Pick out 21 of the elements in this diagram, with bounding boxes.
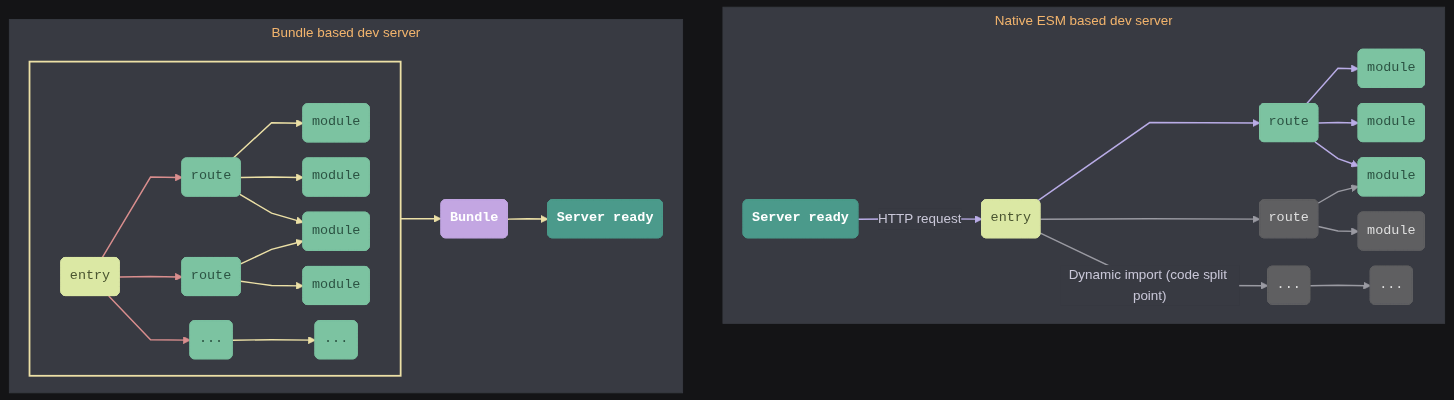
edge-label: Dynamic import (code split point) xyxy=(1068,266,1228,303)
arrow xyxy=(1305,64,1359,105)
arrow xyxy=(1037,119,1261,202)
arrow xyxy=(1309,281,1372,290)
arrow xyxy=(108,295,191,345)
arrow xyxy=(101,173,183,259)
arrow xyxy=(239,239,304,265)
arrow xyxy=(231,336,316,345)
arrow xyxy=(1317,184,1359,204)
arrow xyxy=(1317,225,1359,236)
arrow xyxy=(1039,215,1261,224)
arrow xyxy=(507,215,549,223)
arrow xyxy=(239,173,304,182)
arrow xyxy=(232,119,304,160)
arrow xyxy=(1317,118,1359,127)
arrow xyxy=(118,272,183,281)
arrow xyxy=(239,280,304,290)
arrow xyxy=(1314,141,1359,168)
cluster xyxy=(28,60,402,377)
arrow xyxy=(239,193,304,225)
edge-label: HTTP request xyxy=(878,210,962,226)
